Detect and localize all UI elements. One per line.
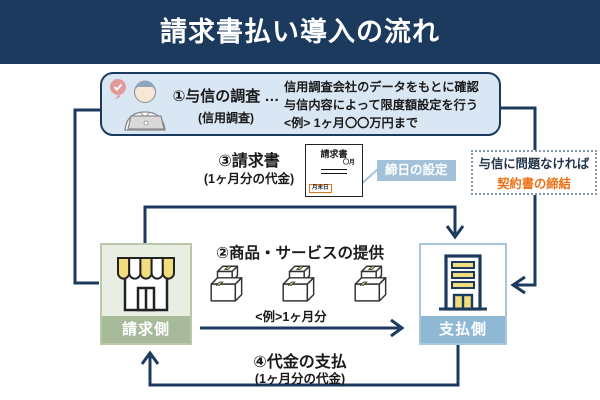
- step1-desc-line3: <例> 1ヶ月〇〇万円まで: [284, 115, 419, 130]
- office-building-icon: [439, 254, 487, 311]
- invoice-title: 請求書: [320, 149, 348, 159]
- contract-flow-arrowhead: [510, 275, 526, 295]
- invoice-text-line: [321, 173, 347, 174]
- page-title: 請求書払い導入の流れ: [160, 17, 440, 47]
- contract-note-line1: 与信に問題なければ: [478, 156, 590, 171]
- package-icon: [210, 265, 243, 302]
- credit-check-panel: ①与信の調査 … (信用調査) 信用調査会社のデータをもとに確認 与信内容によっ…: [100, 72, 501, 136]
- invoice-month: 〇月: [342, 160, 355, 166]
- invoice-icon: 請求書 〇月 月末日: [305, 144, 363, 197]
- package-icon: [354, 265, 387, 302]
- contract-flow-arrow: [500, 106, 537, 287]
- step1-desc-line1: 信用調査会社のデータをもとに確認: [284, 80, 479, 94]
- biller-box: 請求側: [100, 243, 192, 345]
- payer-label: 支払側: [421, 316, 505, 343]
- step4-label: ④代金の支払: [253, 354, 347, 371]
- goods-flow-arrowhead: [390, 318, 405, 338]
- credit-check-description: 信用調査会社のデータをもとに確認 与信内容によって限度額設定を行う <例> 1ヶ…: [284, 79, 496, 132]
- step1-label: ①与信の調査 …: [172, 88, 280, 105]
- laptop-icon: [127, 115, 165, 130]
- package-row: [207, 261, 393, 303]
- invoice-deadline-stamp: 月末日: [309, 184, 332, 193]
- contract-note: 与信に問題なければ 契約書の締結: [471, 150, 597, 195]
- speech-bubble-check-icon: [110, 79, 126, 100]
- step4-sublabel: (1ヶ月分の代金): [254, 372, 346, 386]
- invoice-flow-arrow: [143, 205, 457, 243]
- contract-note-line2: 契約書の締結: [497, 176, 571, 191]
- shop-icon: [117, 257, 175, 312]
- step1-sublabel: (信用調査): [198, 111, 254, 125]
- step1-desc-line2: 与信内容によって限度額設定を行う: [284, 97, 479, 112]
- payment-flow-arrowhead: [140, 350, 160, 365]
- step2-label: ②商品・サービスの提供: [215, 245, 385, 262]
- title-bar: 請求書払い導入の流れ: [0, 0, 600, 64]
- step3-sublabel: (1ヶ月分の代金): [203, 172, 295, 186]
- credit-check-label-block: ①与信の調査 … (信用調査): [164, 85, 288, 126]
- package-icon: [282, 265, 315, 302]
- biller-label: 請求側: [102, 316, 190, 343]
- step3-label: ③請求書: [218, 153, 280, 170]
- payment-flow-arrow: [148, 345, 460, 387]
- credit-check-connector-line: [73, 108, 100, 285]
- payer-box: 支払側: [419, 243, 507, 345]
- invoice-flow-arrowhead: [445, 225, 465, 240]
- deadline-setting-tag: 締日の設定: [377, 160, 456, 181]
- credit-check-person-icon: [110, 79, 166, 131]
- invoice-text-line: [321, 169, 347, 170]
- step2-example: <例>1ヶ月分: [255, 310, 327, 324]
